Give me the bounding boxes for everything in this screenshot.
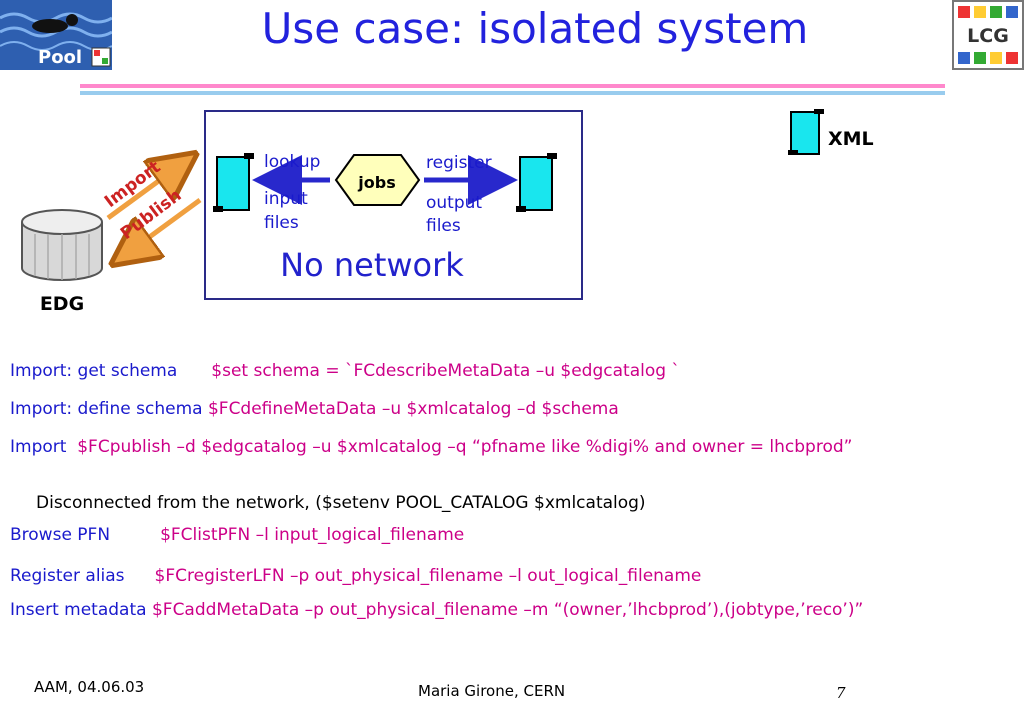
publish-arrow [118,197,202,260]
lcg-logo: LCG [952,0,1024,70]
footer-date: AAM, 04.06.03 [34,678,145,696]
edg-database-icon [21,209,103,281]
command-line: Insert metadata $FCaddMetaData –p out_ph… [10,600,864,620]
jobs-hexagon [334,154,421,206]
no-network-label: No network [280,246,464,284]
command-line: Register alias$FCregisterLFN –p out_phys… [10,566,702,586]
output-files-label-1: output [426,193,482,213]
isolated-system-diagram: XML jobs lookup input files register out… [21,109,874,315]
lookup-label: lookup [264,152,320,172]
input-files-label-2: files [264,213,299,233]
command-line: Import: get schema$set schema = `FCdescr… [10,361,680,381]
register-label: register [426,153,492,173]
footer-author: Maria Girone, CERN [418,682,566,700]
output-catalog-scroll-icon [516,153,557,212]
page-number: 7 [836,684,846,702]
output-files-label-2: files [426,216,461,236]
input-files-label-1: input [264,189,308,209]
command-line: Import: define schema $FCdefineMetaData … [10,399,619,419]
jobs-label: jobs [357,173,395,192]
no-network-box [204,110,583,300]
input-catalog-scroll-icon [213,153,254,212]
svg-text:Pool: Pool [38,47,82,68]
xml-label: XML [828,128,874,150]
import-arrow [106,158,190,221]
command-line: Browse PFN$FClistPFN –l input_logical_fi… [10,525,465,545]
command-line: Import $FCpublish –d $edgcatalog –u $xml… [10,437,853,457]
pool-logo: Pool [0,0,112,70]
title-rule-blue [80,91,945,95]
disconnected-note: Disconnected from the network, ($setenv … [36,493,646,513]
page-title: Use case: isolated system [261,4,809,53]
title-rule-pink [80,84,945,88]
edg-label: EDG [40,293,84,315]
svg-text:LCG: LCG [967,25,1009,47]
xml-scroll-icon [788,109,824,155]
